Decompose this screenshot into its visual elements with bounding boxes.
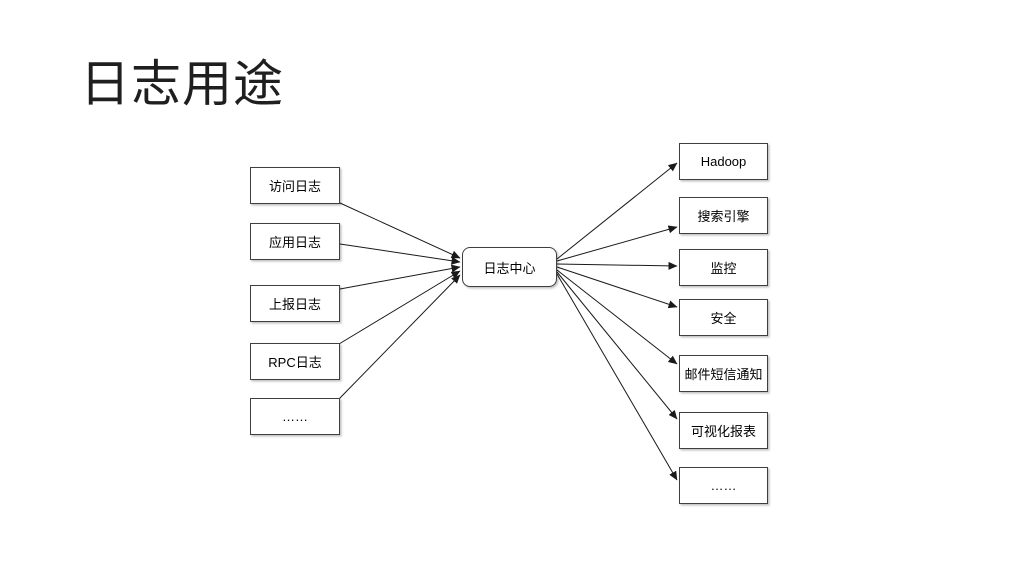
- node-mail-sms-notify-label: 邮件短信通知: [684, 367, 763, 382]
- node-log-center-label: 日志中心: [483, 260, 536, 276]
- node-security: 安全: [679, 299, 768, 336]
- node-search-engine-label: 搜索引擎: [697, 209, 750, 224]
- arrow-center-to-hadoop: [556, 162, 678, 260]
- node-report-logs: 上报日志: [250, 285, 340, 322]
- arrow-access-logs-to-center: [339, 202, 461, 259]
- arrow-app-logs-to-center: [339, 243, 461, 265]
- arrow-center-to-search-engine: [556, 225, 678, 262]
- node-monitoring-label: 监控: [710, 261, 737, 276]
- node-more-sources: ……: [250, 398, 340, 435]
- node-more-destinations-label: ……: [710, 478, 737, 493]
- node-security-label: 安全: [710, 311, 737, 326]
- arrow-center-to-security: [556, 266, 678, 309]
- arrow-center-to-mail-sms: [556, 269, 678, 365]
- node-monitoring: 监控: [679, 249, 768, 286]
- node-mail-sms-notify: 邮件短信通知: [679, 355, 768, 392]
- node-access-logs-label: 访问日志: [268, 179, 321, 194]
- node-app-logs: 应用日志: [250, 223, 340, 260]
- node-hadoop-label: Hadoop: [700, 154, 747, 169]
- slide-title: 日志用途: [80, 56, 284, 112]
- node-rpc-logs-label: RPC日志: [268, 355, 322, 370]
- arrow-center-to-monitoring: [556, 261, 678, 270]
- arrow-center-to-visual-report: [556, 271, 678, 420]
- node-log-center: 日志中心: [462, 247, 557, 287]
- node-visual-reports-label: 可视化报表: [690, 424, 756, 439]
- node-access-logs: 访问日志: [250, 167, 340, 204]
- node-rpc-logs: RPC日志: [250, 343, 340, 380]
- node-report-logs-label: 上报日志: [268, 297, 321, 312]
- arrow-report-logs-to-center: [339, 264, 461, 290]
- node-app-logs-label: 应用日志: [268, 235, 321, 250]
- node-search-engine: 搜索引擎: [679, 197, 768, 234]
- node-hadoop: Hadoop: [679, 143, 768, 180]
- arrow-more-sources-to-center: [338, 274, 461, 400]
- node-visual-reports: 可视化报表: [679, 412, 768, 449]
- arrow-center-to-more-dest: [556, 273, 678, 481]
- node-more-sources-label: ……: [282, 409, 308, 424]
- node-more-destinations: ……: [679, 467, 768, 504]
- arrow-rpc-logs-to-center: [338, 270, 461, 345]
